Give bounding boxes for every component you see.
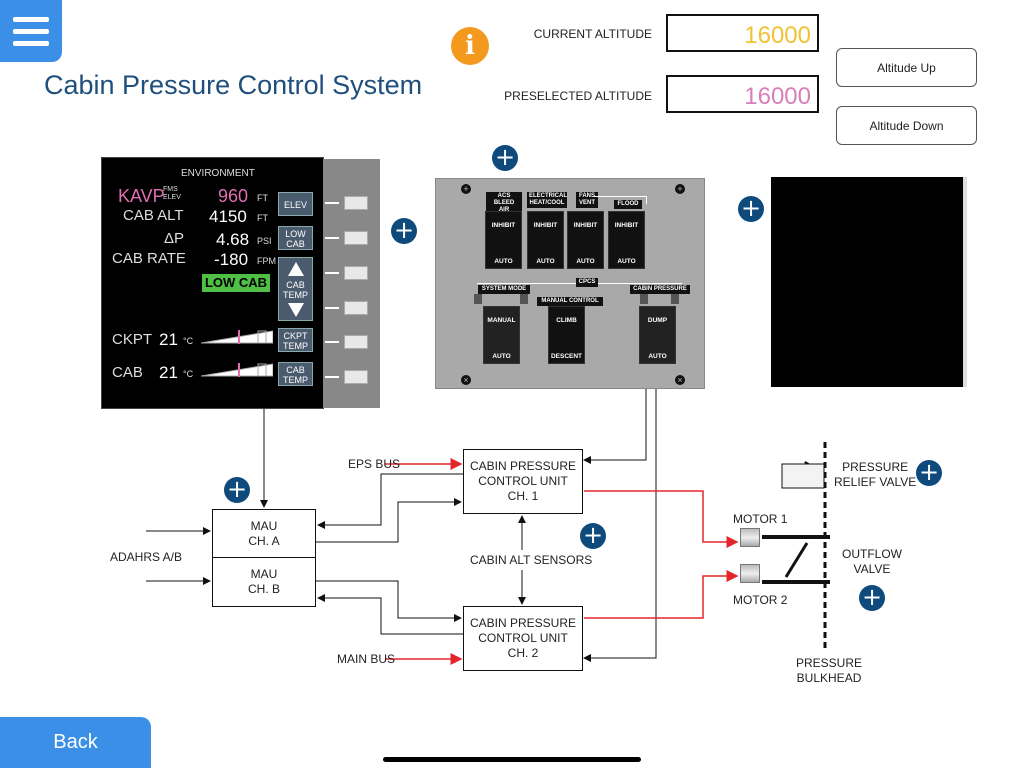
cab-alt-label: CAB ALT xyxy=(123,207,184,224)
altitude-up-button[interactable]: Altitude Up xyxy=(836,48,977,87)
arrow-up-icon xyxy=(288,262,304,276)
info-icon[interactable]: i xyxy=(451,27,489,65)
home-indicator xyxy=(383,757,641,762)
psi-unit: PSI xyxy=(257,236,272,246)
bezel-key-2[interactable] xyxy=(344,231,368,245)
eps-bus-label: EPS BUS xyxy=(348,457,401,471)
screw-icon: + xyxy=(675,184,685,194)
env-header: ENVIRONMENT xyxy=(181,168,255,179)
cab-alt-value: 4150 xyxy=(209,207,247,226)
current-altitude-label: CURRENT ALTITUDE xyxy=(533,27,652,41)
cab-temp-updown-button[interactable]: CAB TEMP xyxy=(278,257,313,321)
motor-1-icon xyxy=(740,528,760,547)
menu-button[interactable] xyxy=(0,0,62,62)
degc-unit: °C xyxy=(183,336,194,346)
ft-unit: FT xyxy=(257,213,268,223)
blank-display-panel xyxy=(771,177,967,387)
expand-plus-icon[interactable]: + xyxy=(916,460,942,486)
kavp-label: KAVP xyxy=(118,186,165,206)
elev-label: ELEV xyxy=(163,194,181,201)
hamburger-icon xyxy=(13,40,49,46)
delta-p-value: 4.68 xyxy=(216,230,250,249)
altitude-down-button[interactable]: Altitude Down xyxy=(836,106,977,145)
cab-label: CAB xyxy=(112,364,143,381)
system-mode-label: SYSTEM MODE xyxy=(478,285,530,294)
cpcs-label: CPCS xyxy=(576,278,598,287)
cab-rate-value: -180 xyxy=(214,250,249,269)
motor-2-icon xyxy=(740,564,760,583)
ckpt-temp-value: 21 xyxy=(159,330,178,349)
ckpt-temp-bar xyxy=(201,330,273,344)
motor-2-label: MOTOR 2 xyxy=(733,593,788,607)
expand-plus-icon[interactable]: + xyxy=(859,585,885,611)
delta-p-label: ΔP xyxy=(164,230,185,247)
cab-temp-label: CAB TEMP xyxy=(282,280,308,300)
preselected-altitude-value: 16000 xyxy=(666,75,819,113)
fms-label: FMS xyxy=(163,186,178,193)
bezel-key-3[interactable] xyxy=(344,266,368,280)
elev-value: 960 xyxy=(218,186,249,206)
environment-display: ENVIRONMENT KAVP FMS ELEV 960 FT CAB ALT… xyxy=(101,157,324,409)
bezel-key-4[interactable] xyxy=(344,301,368,315)
cabin-alt-sensors-label: CABIN ALT SENSORS xyxy=(470,553,593,567)
adahrs-label: ADAHRS A/B xyxy=(110,550,183,564)
flood-label: FLOOD xyxy=(614,200,642,209)
cab-temp-bar xyxy=(201,363,273,377)
cab-temp-button[interactable]: CAB TEMP xyxy=(278,362,313,386)
expand-plus-icon[interactable]: + xyxy=(224,477,250,503)
screw-icon: × xyxy=(675,375,685,385)
cabin-pressure-label: CABIN PRESSURE xyxy=(630,285,690,294)
preselected-altitude-label: PRESELECTED ALTITUDE xyxy=(504,89,652,103)
fpm-unit: FPM xyxy=(257,256,276,266)
cab-temp-value: 21 xyxy=(159,363,178,382)
fans-vent-label: FANS VENT xyxy=(576,192,598,208)
degc-unit: °C xyxy=(183,369,194,379)
expand-plus-icon[interactable]: + xyxy=(738,196,764,222)
arrow-down-icon xyxy=(288,303,304,317)
low-cab-message: LOW CAB xyxy=(202,274,270,292)
screw-icon: × xyxy=(461,375,471,385)
cab-rate-label: CAB RATE xyxy=(112,250,186,267)
hamburger-icon xyxy=(13,28,49,34)
ckpt-label: CKPT xyxy=(112,331,153,348)
acs-bleed-air-label: ACS BLEED AIR xyxy=(486,192,522,215)
back-button[interactable]: Back xyxy=(0,717,151,768)
screw-icon: + xyxy=(461,184,471,194)
expand-plus-icon[interactable]: + xyxy=(492,145,518,171)
bezel-key-5[interactable] xyxy=(344,335,368,349)
ft-unit: FT xyxy=(257,193,268,203)
page-title: Cabin Pressure Control System xyxy=(44,70,423,100)
manual-control-label: MANUAL CONTROL xyxy=(537,297,603,306)
expand-plus-icon[interactable]: + xyxy=(580,523,606,549)
hamburger-icon xyxy=(13,16,49,22)
expand-plus-icon[interactable]: + xyxy=(391,218,417,244)
bezel-key-6[interactable] xyxy=(344,370,368,384)
ckpt-temp-button[interactable]: CKPT TEMP xyxy=(278,328,313,352)
motor-1-label: MOTOR 1 xyxy=(733,512,788,526)
cpcs-overhead-panel: + + × × ACS BLEED AIR ELECTRICAL HEAT/CO… xyxy=(435,178,705,389)
low-cab-button[interactable]: LOW CAB xyxy=(278,226,313,250)
elev-button[interactable]: ELEV xyxy=(278,192,313,216)
main-bus-label: MAIN BUS xyxy=(337,652,396,666)
bezel-key-1[interactable] xyxy=(344,196,368,210)
display-bezel xyxy=(323,159,380,408)
current-altitude-value: 16000 xyxy=(666,14,819,52)
electrical-label: ELECTRICAL HEAT/COOL xyxy=(527,192,567,208)
